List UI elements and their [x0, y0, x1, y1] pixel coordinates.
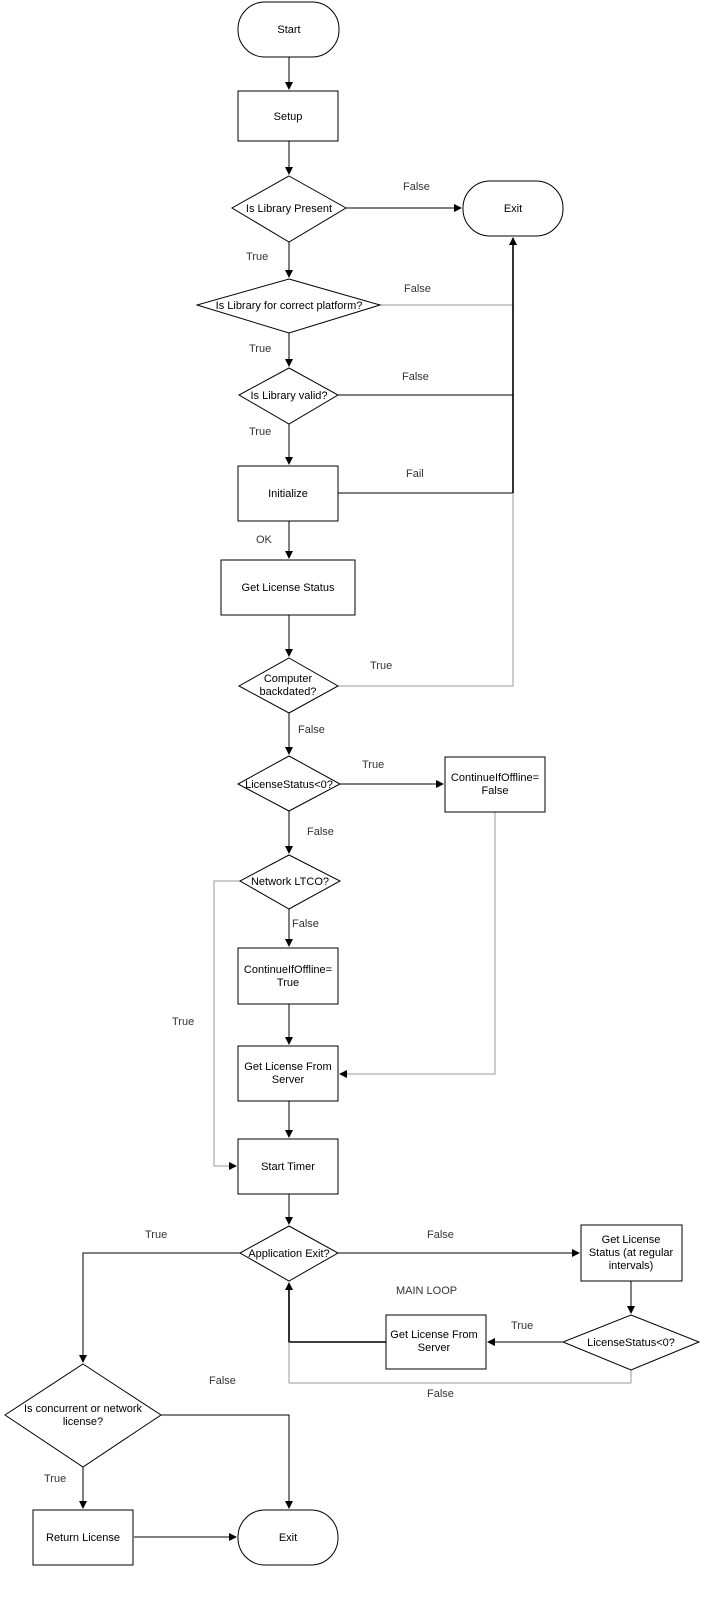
label-backdated-false: False [298, 724, 325, 736]
label-status-true: True [362, 759, 384, 771]
label-loop-status-true: True [511, 1320, 533, 1332]
edge-appexit-true-concurrent [79, 1252, 240, 1363]
label-appexit-true: True [145, 1229, 167, 1241]
label-concurrent-true: True [44, 1473, 66, 1485]
start-label: Start [277, 24, 300, 36]
label-appexit-false: False [427, 1229, 454, 1241]
label-init-fail: Fail [406, 468, 424, 480]
initialize-label: Initialize [268, 488, 308, 500]
nodes: Start Setup Is Library Present Exit Is L… [4, 1, 701, 1566]
is-library-valid-label: Is Library valid? [250, 390, 327, 402]
return-license-label: Return License [46, 1532, 120, 1544]
network-ltco-label: Network LTCO? [251, 876, 329, 888]
get-license-from-server-label-2: Server [272, 1074, 305, 1086]
setup-label: Setup [274, 111, 303, 123]
loop-get-license-from-server-label-1: Get License From [390, 1329, 477, 1341]
license-status-decision: LicenseStatus<0? [236, 755, 342, 812]
exit-bottom-label: Exit [279, 1532, 297, 1544]
get-license-from-server-label-1: Get License From [244, 1061, 331, 1073]
continue-offline-false-label-2: False [482, 785, 509, 797]
license-status-label: LicenseStatus<0? [245, 779, 333, 791]
label-valid-false: False [402, 371, 429, 383]
loop-get-license-from-server-node: Get License From Server [385, 1314, 487, 1370]
edges [79, 57, 635, 1541]
edge-continue-false-server [340, 812, 496, 1075]
loop-get-license-from-server-label-2: Server [418, 1342, 451, 1354]
is-library-present-decision: Is Library Present [231, 175, 347, 243]
continue-offline-false-node: ContinueIfOffline= False [444, 756, 546, 813]
computer-backdated-label-1: Computer [264, 673, 313, 685]
continue-offline-true-label-2: True [277, 977, 299, 989]
start-node: Start [237, 1, 340, 58]
edge-labels: False True False True False True Fail OK… [44, 181, 533, 1485]
edge-concurrent-false-exit [161, 1414, 293, 1509]
is-library-platform-label: Is Library for correct platform? [216, 300, 363, 312]
label-loop-status-false: False [427, 1388, 454, 1400]
label-platform-true: True [249, 343, 271, 355]
label-present-true: True [246, 251, 268, 263]
initialize-node: Initialize [237, 465, 339, 522]
exit-top-node: Exit [462, 180, 564, 237]
setup-node: Setup [237, 90, 339, 142]
get-license-status-node: Get License Status [220, 559, 356, 616]
application-exit-label: Application Exit? [248, 1248, 329, 1260]
edge-ltco-true-timer [213, 880, 240, 1167]
main-loop-annotation: MAIN LOOP [396, 1285, 457, 1297]
return-license-node: Return License [32, 1509, 134, 1566]
is-library-valid-decision: Is Library valid? [237, 367, 340, 425]
exit-top-label: Exit [504, 203, 522, 215]
label-init-ok: OK [256, 534, 273, 546]
label-valid-true: True [249, 426, 271, 438]
start-timer-node: Start Timer [237, 1138, 339, 1195]
edge-loopserver-appexit [288, 1284, 386, 1343]
exit-bottom-node: Exit [237, 1509, 339, 1566]
loop-license-status-decision: LicenseStatus<0? [561, 1314, 701, 1371]
application-exit-decision: Application Exit? [238, 1225, 340, 1282]
label-platform-false: False [404, 283, 431, 295]
get-license-status-regular-label-2: Status (at regular [589, 1247, 674, 1259]
get-license-status-label: Get License Status [242, 582, 335, 594]
is-library-platform-decision: Is Library for correct platform? [195, 278, 382, 334]
label-ltco-false: False [292, 918, 319, 930]
continue-offline-true-node: ContinueIfOffline= True [237, 947, 339, 1005]
label-backdated-true: True [370, 660, 392, 672]
get-license-from-server-node: Get License From Server [237, 1045, 339, 1102]
edge-loopstatus-false-appexit [288, 1342, 632, 1384]
label-present-false: False [403, 181, 430, 193]
label-ltco-true: True [172, 1016, 194, 1028]
network-ltco-decision: Network LTCO? [238, 854, 342, 910]
computer-backdated-label-2: backdated? [260, 686, 317, 698]
get-license-status-regular-node: Get License Status (at regular intervals… [580, 1224, 683, 1282]
is-concurrent-decision: Is concurrent or network license? [4, 1363, 162, 1468]
get-license-status-regular-label-1: Get License [602, 1234, 661, 1246]
continue-offline-false-label-1: ContinueIfOffline= [451, 772, 539, 784]
label-concurrent-false: False [209, 1375, 236, 1387]
is-concurrent-label-2: license? [63, 1416, 103, 1428]
is-concurrent-label-1: Is concurrent or network [24, 1403, 142, 1415]
label-status-false: False [307, 826, 334, 838]
continue-offline-true-label-1: ContinueIfOffline= [244, 964, 332, 976]
get-license-status-regular-label-3: intervals) [609, 1260, 654, 1272]
is-library-present-label: Is Library Present [246, 203, 332, 215]
loop-license-status-label: LicenseStatus<0? [587, 1337, 675, 1349]
computer-backdated-decision: Computer backdated? [237, 657, 340, 714]
edge-backdated-true-exit [338, 493, 514, 687]
start-timer-label: Start Timer [261, 1161, 315, 1173]
